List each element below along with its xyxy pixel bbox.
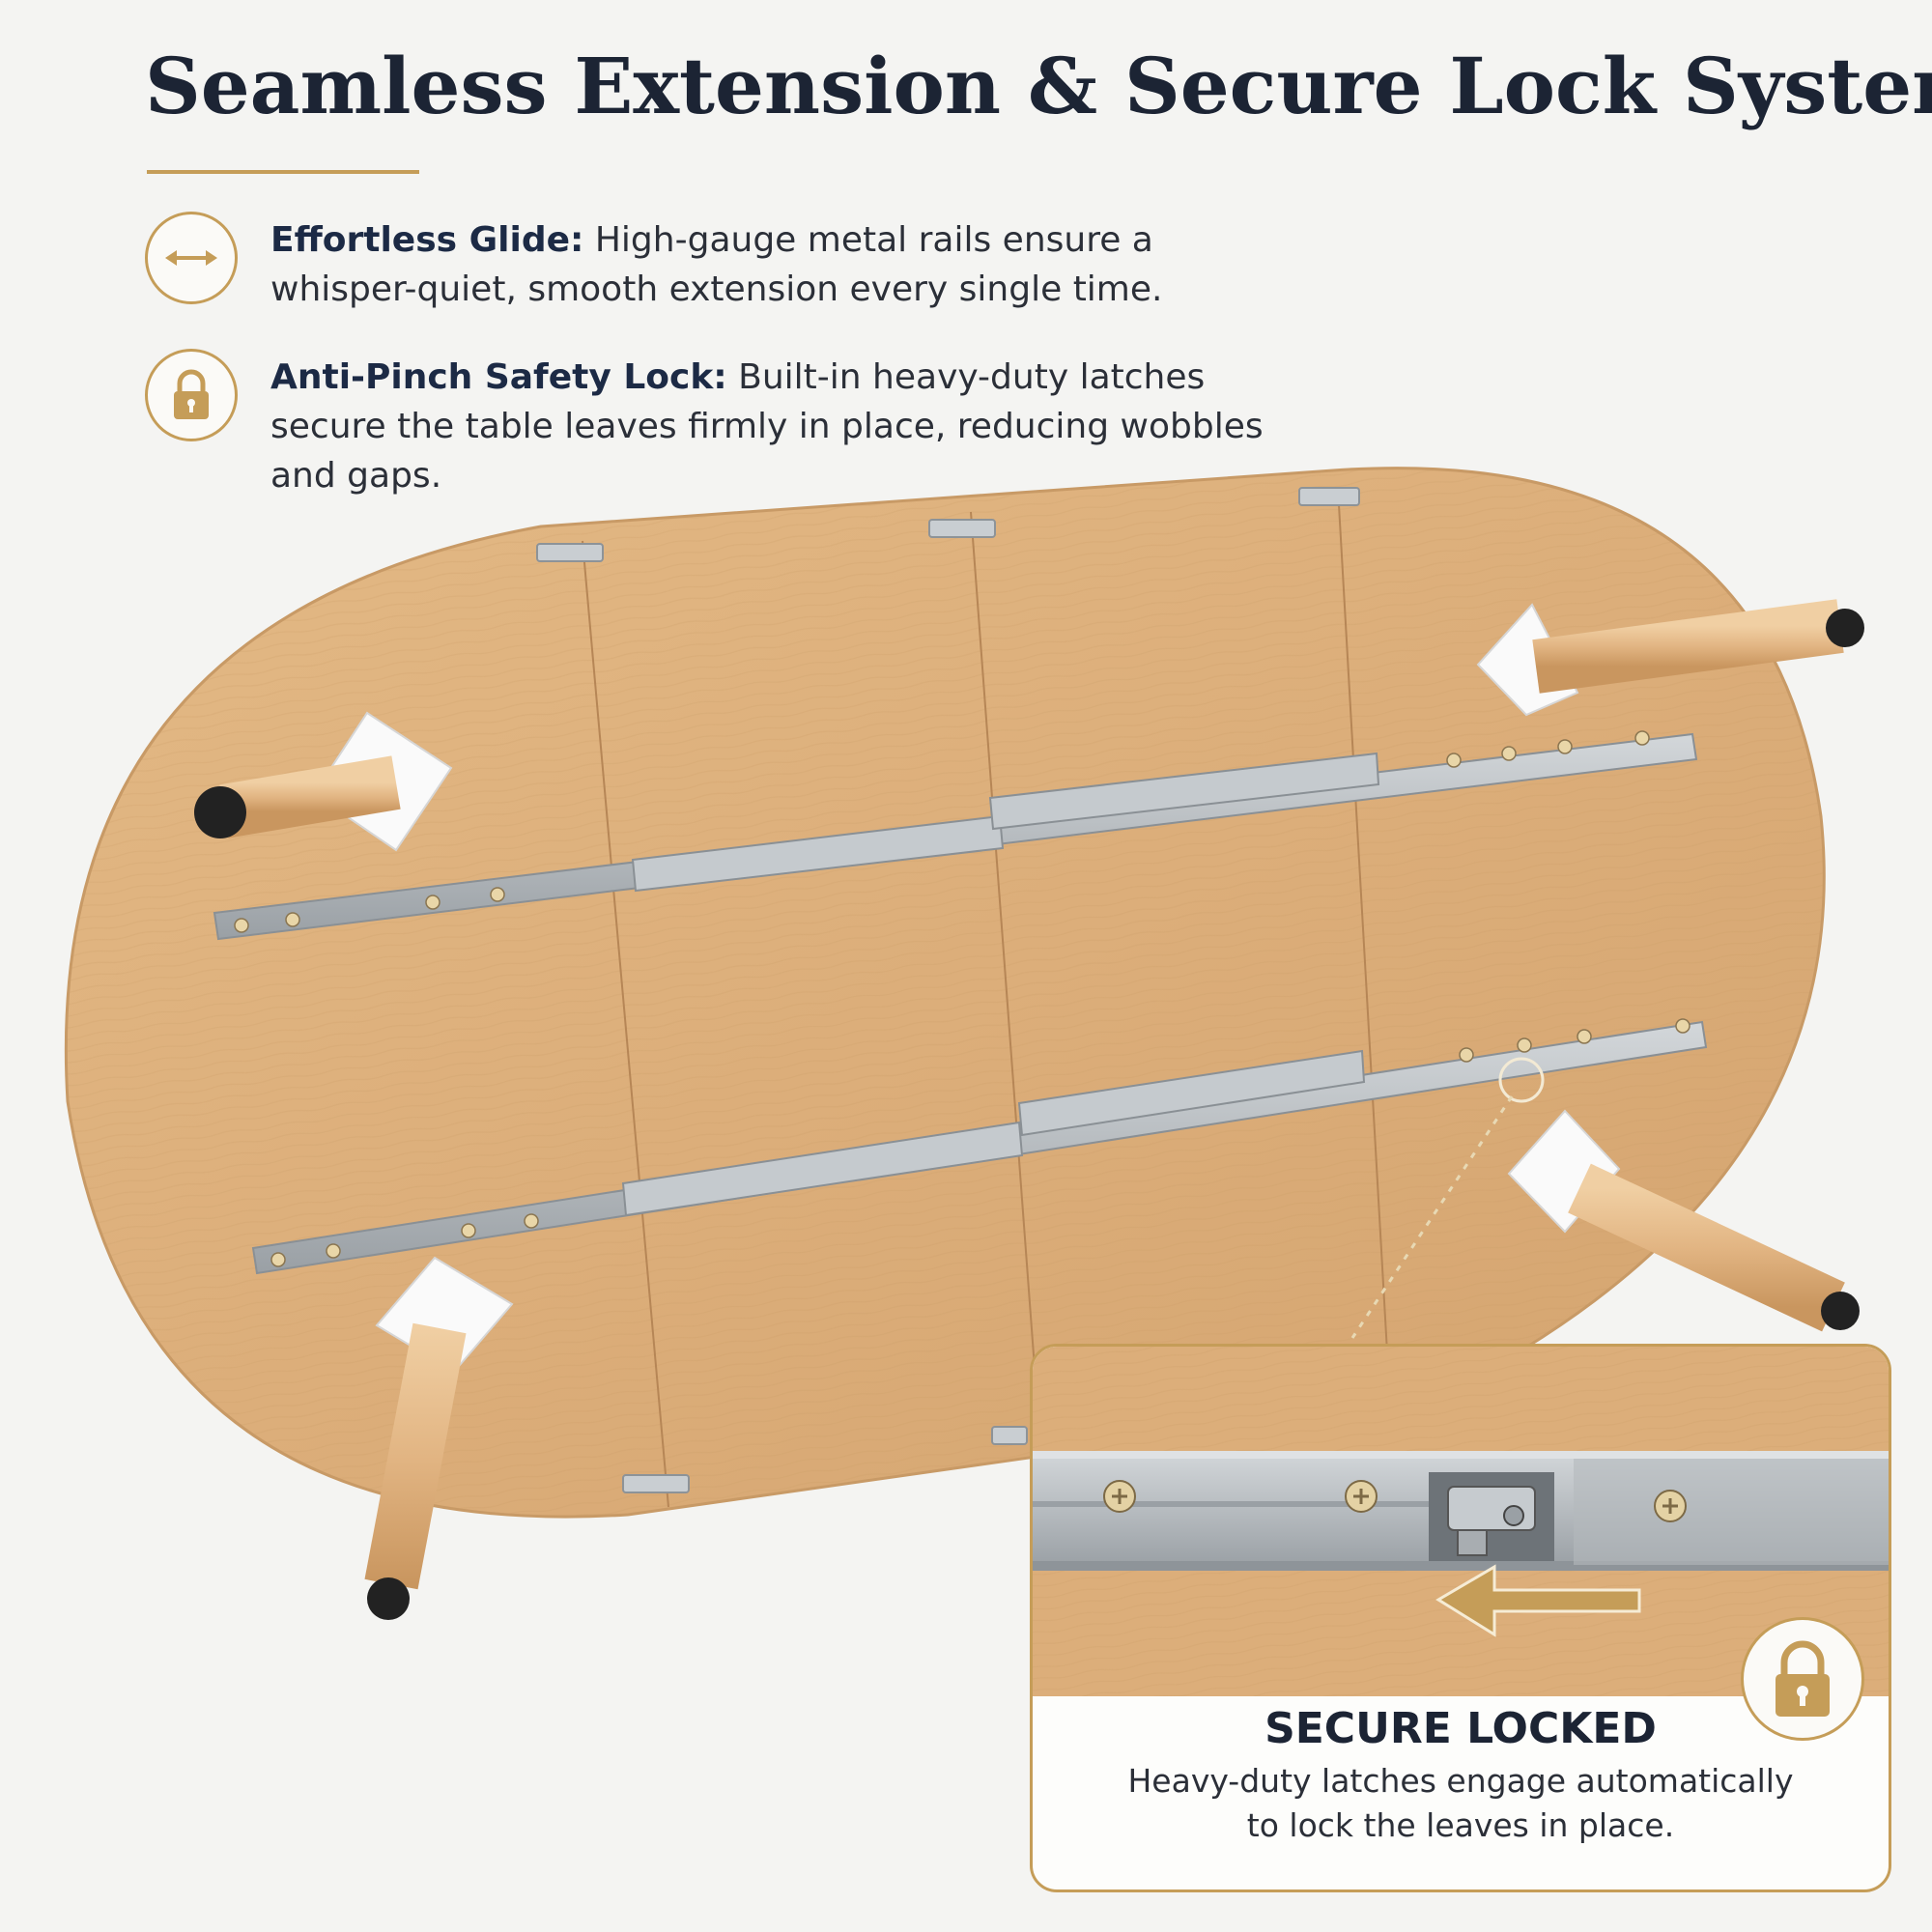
feature-heading: Effortless Glide: <box>270 220 584 260</box>
double-arrow-icon <box>145 212 238 304</box>
callout-text-line: Heavy-duty latches engage automatically <box>1127 1762 1794 1800</box>
table-top <box>64 467 1826 1519</box>
padlock-icon <box>145 349 238 441</box>
feature-body: Built-in heavy-duty latches secure the t… <box>270 357 1264 496</box>
edge-latches <box>536 487 1360 1493</box>
feature-body: High-gauge metal rails ensure a whisper-… <box>270 220 1163 309</box>
title-underline <box>147 170 419 174</box>
upper-slide-rail <box>213 730 1698 941</box>
padlock-icon <box>1741 1617 1864 1741</box>
lower-slide-rail <box>251 1018 1708 1275</box>
callout-title: SECURE LOCKED <box>1264 1704 1657 1753</box>
table-legs <box>194 599 1864 1620</box>
latch-closeup-illustration <box>1033 1347 1889 1696</box>
feature-description: Anti-Pinch Safety Lock: Built-in heavy-d… <box>270 353 1294 500</box>
page-title: Seamless Extension & Secure Lock System <box>145 41 1932 131</box>
feature-description: Effortless Glide: High-gauge metal rails… <box>270 215 1294 314</box>
callout-text-line: to lock the leaves in place. <box>1246 1806 1675 1844</box>
callout-caption: SECURE LOCKED Heavy-duty latches engage … <box>1033 1704 1889 1848</box>
feature-heading: Anti-Pinch Safety Lock: <box>270 357 727 397</box>
callout-description: Heavy-duty latches engage automatically … <box>1033 1759 1889 1848</box>
secure-lock-callout: SECURE LOCKED Heavy-duty latches engage … <box>1030 1344 1891 1892</box>
